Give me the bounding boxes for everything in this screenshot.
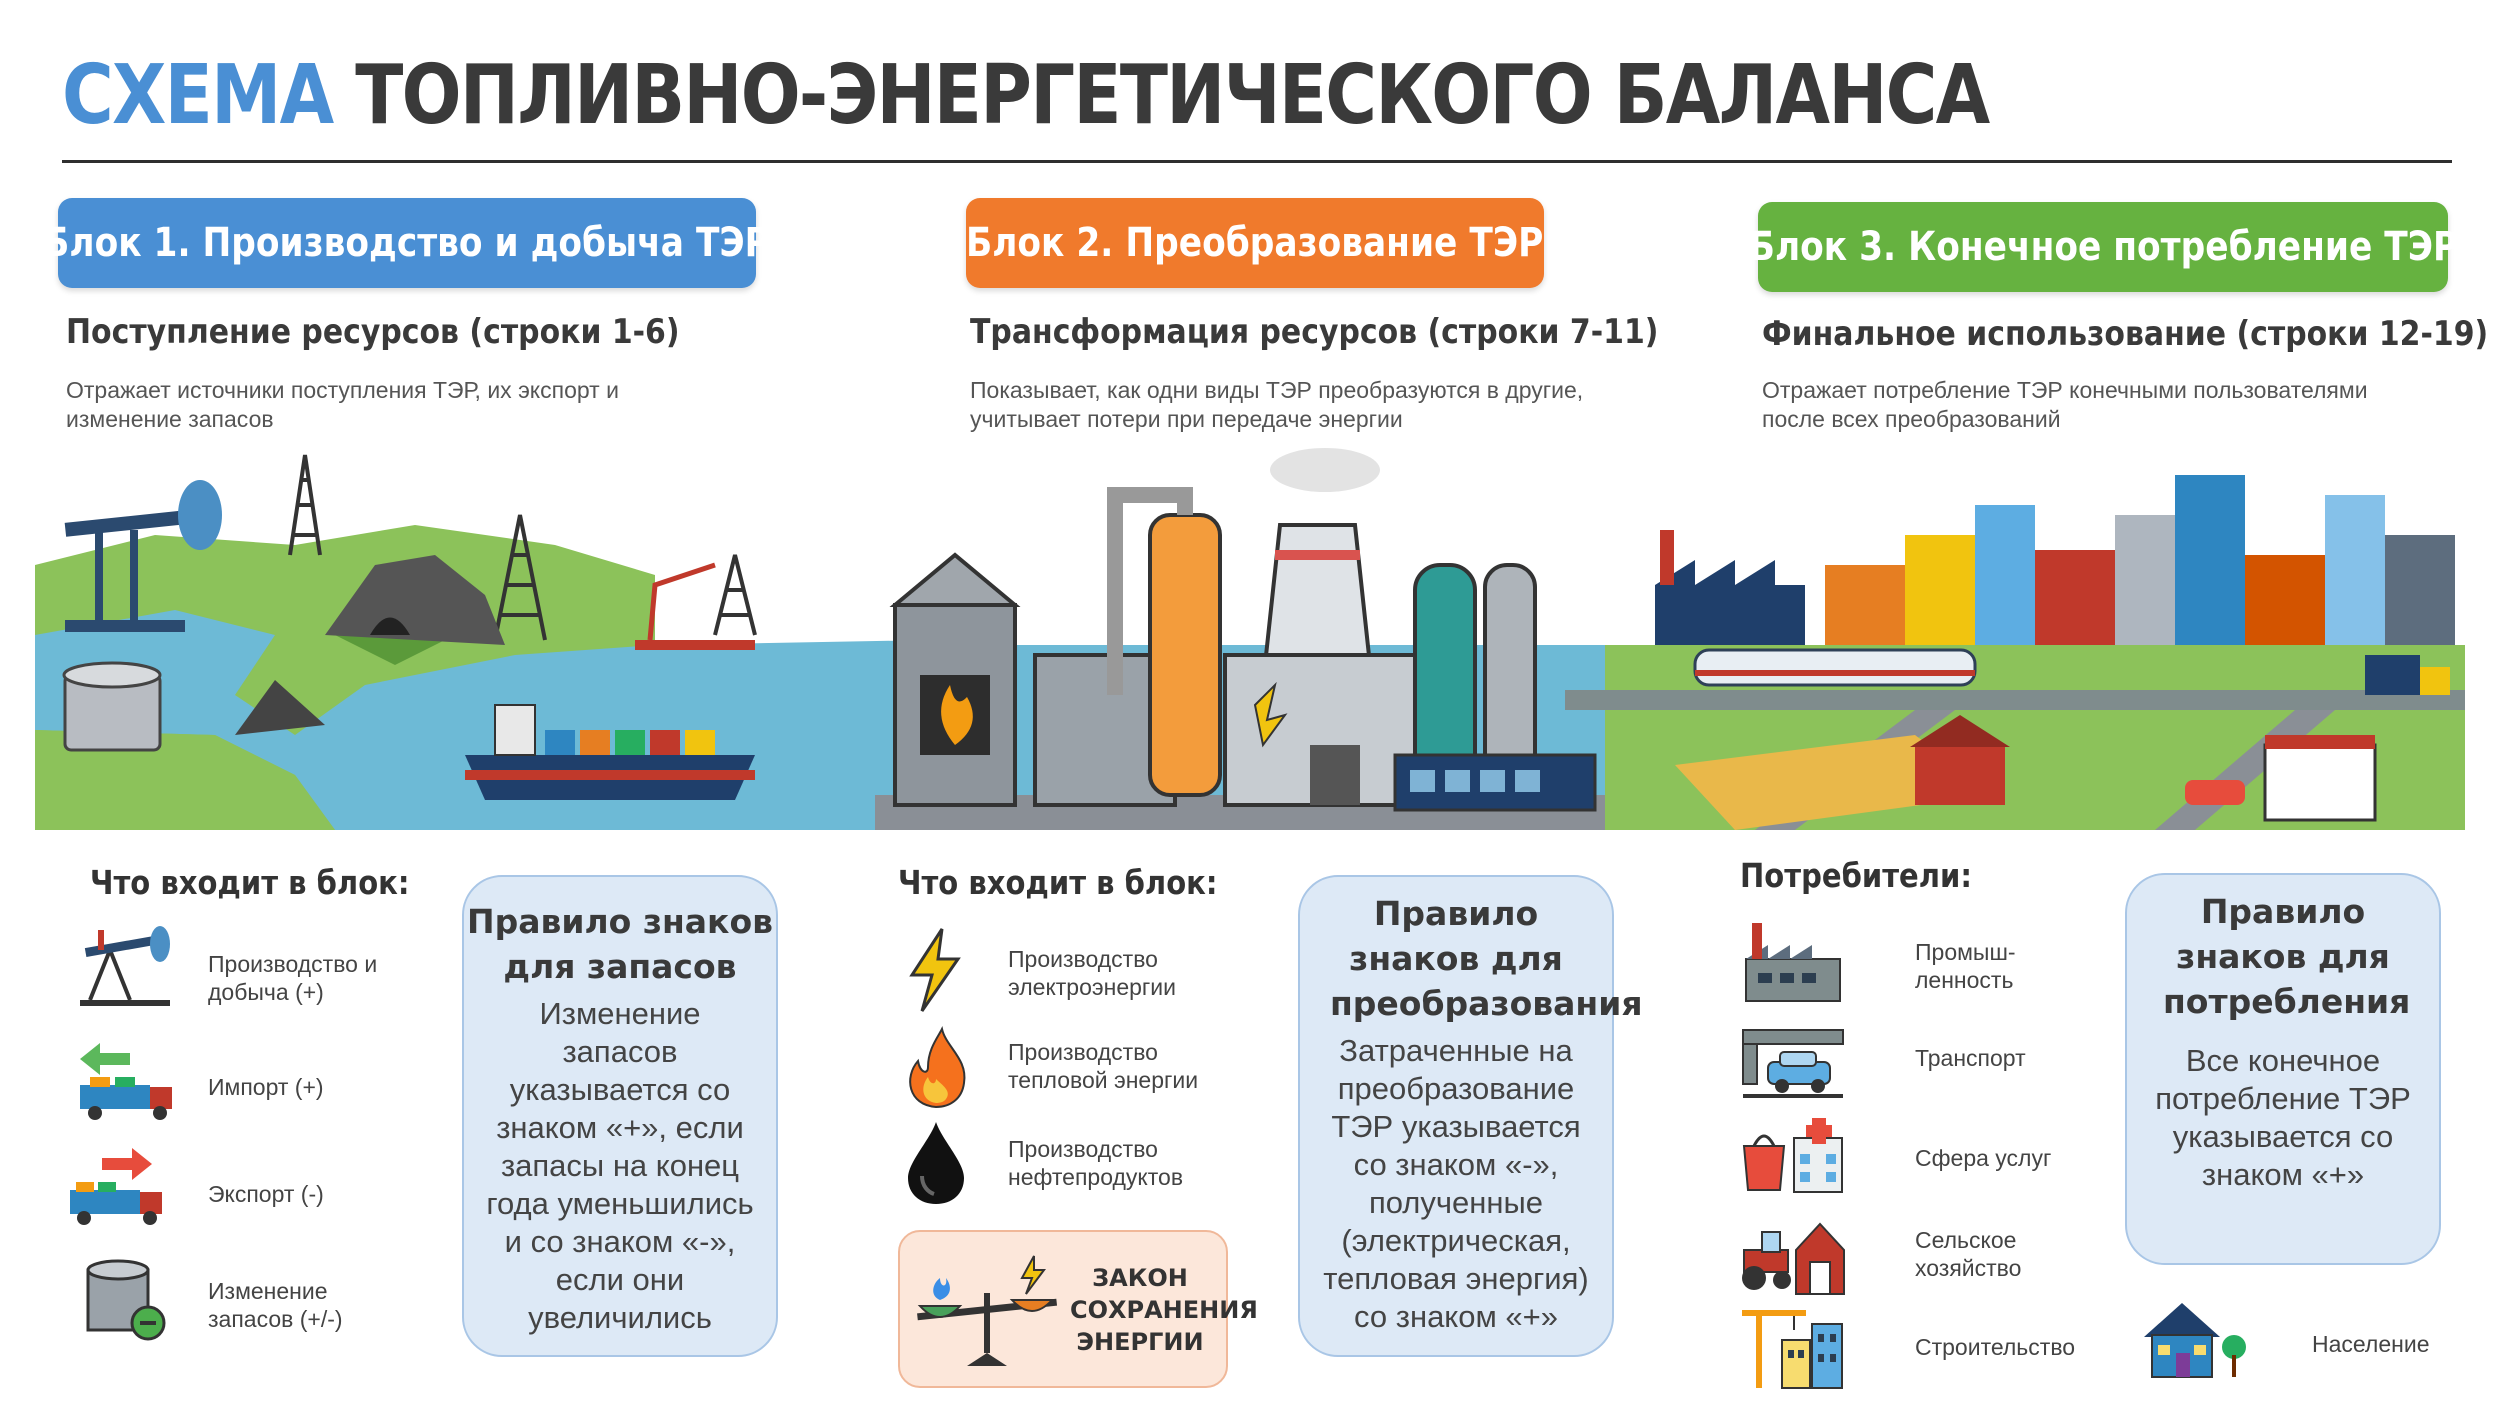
rule-body: Все конечное потребление ТЭР указывается… <box>2155 1043 2411 1192</box>
block1-header-label: Блок 1. Производство и добыча ТЭР <box>43 220 771 266</box>
lightning-icon <box>909 928 961 1012</box>
scales-icon <box>917 1255 1058 1366</box>
oil-pump-icon <box>80 926 170 1006</box>
block3-header-label: Блок 3. Конечное потребление ТЭР <box>1748 224 2458 270</box>
block1-item-label: Импорт (+) <box>208 1074 324 1100</box>
construction-icon <box>1742 1310 1843 1389</box>
block1-subtitle: Поступление ресурсов (строки 1-6) <box>66 312 680 352</box>
import-truck-icon <box>80 1043 172 1120</box>
block1-item-label: Экспорт (-) <box>208 1181 324 1207</box>
rule-body: Затраченные на преобразование ТЭР указыв… <box>1323 1033 1589 1334</box>
transformation-sign-rule-card: Правило знаков для преобразования Затрач… <box>1298 875 1643 1357</box>
factory-icon <box>1745 923 1841 1002</box>
block1-header: Блок 1. Производство и добыча ТЭР <box>44 198 770 288</box>
oil-drop-icon <box>908 1122 964 1204</box>
rule-title: Правило знаков для потребления <box>2163 892 2411 1021</box>
flame-icon <box>909 1026 966 1109</box>
energy-balance-illustration <box>35 448 2465 830</box>
consumer-label: Сфера услуг <box>1915 1145 2052 1171</box>
transport-icon <box>1742 1029 1844 1098</box>
consumer-label: Промыш-ленность <box>1915 939 2016 993</box>
block2-subtitle: Трансформация ресурсов (строки 7-11) <box>970 312 1659 352</box>
services-icon <box>1742 1118 1843 1193</box>
title-divider <box>62 160 2452 163</box>
consumption-sign-rule-card: Правило знаков для потребления Все конеч… <box>2125 873 2441 1265</box>
block1-description: Отражает источники поступления ТЭР, их э… <box>66 377 619 432</box>
rule-body: Изменение запасов указывается со знаком … <box>486 996 754 1335</box>
block3-scene <box>1565 475 2465 830</box>
export-truck-icon <box>70 1148 162 1225</box>
block1-items-title: Что входит в блок: <box>90 863 410 902</box>
block3-header: Блок 3. Конечное потребление ТЭР <box>1748 202 2458 292</box>
house-icon <box>2144 1303 2246 1378</box>
consumer-label: Сельское хозяйство <box>1915 1227 2022 1281</box>
storage-tank-icon <box>86 1259 166 1341</box>
title-accent: СХЕМА <box>62 48 334 143</box>
block2-items-title: Что входит в блок: <box>898 863 1218 902</box>
block2-description: Показывает, как одни виды ТЭР преобразую… <box>970 377 1584 432</box>
block3-description: Отражает потребление ТЭР конечными польз… <box>1762 377 2368 432</box>
block1-item-label: Производство и добыча (+) <box>208 951 378 1005</box>
block2-header-label: Блок 2. Преобразование ТЭР <box>966 220 1544 266</box>
stock-sign-rule-card: Правило знаков для запасов Изменение зап… <box>462 875 778 1357</box>
energy-conservation-law-card <box>898 1230 1228 1388</box>
energy-conservation-law-label: ЗАКОН СОХРАНЕНИЯ ЭНЕРГИИ <box>1070 1264 1258 1356</box>
block2-item-label: Производство тепловой энергии <box>1008 1039 1199 1093</box>
block1-item-label: Изменение запасов (+/-) <box>208 1278 343 1332</box>
rule-title: Правило знаков для преобразования <box>1330 894 1643 1023</box>
consumers-title: Потребители: <box>1740 856 1972 895</box>
agriculture-icon <box>1742 1222 1845 1295</box>
block2-header: Блок 2. Преобразование ТЭР <box>966 198 1544 288</box>
block2-item-label: Производство электроэнергии <box>1008 946 1176 1000</box>
block2-scene <box>865 448 1605 830</box>
consumer-label: Строительство <box>1915 1334 2076 1360</box>
page-title: СХЕМА ТОПЛИВНО-ЭНЕРГЕТИЧЕСКОГО БАЛАНСА <box>62 48 1990 143</box>
consumer-label: Транспорт <box>1915 1045 2026 1071</box>
title-rest: ТОПЛИВНО-ЭНЕРГЕТИЧЕСКОГО БАЛАНСА <box>355 48 1990 143</box>
rule-title: Правило знаков для запасов <box>466 902 774 986</box>
block1-scene <box>35 454 935 830</box>
block3-subtitle: Финальное использование (строки 12-19) <box>1762 314 2489 354</box>
block2-item-label: Производство нефтепродуктов <box>1008 1136 1184 1190</box>
consumer-label: Население <box>2312 1331 2430 1357</box>
